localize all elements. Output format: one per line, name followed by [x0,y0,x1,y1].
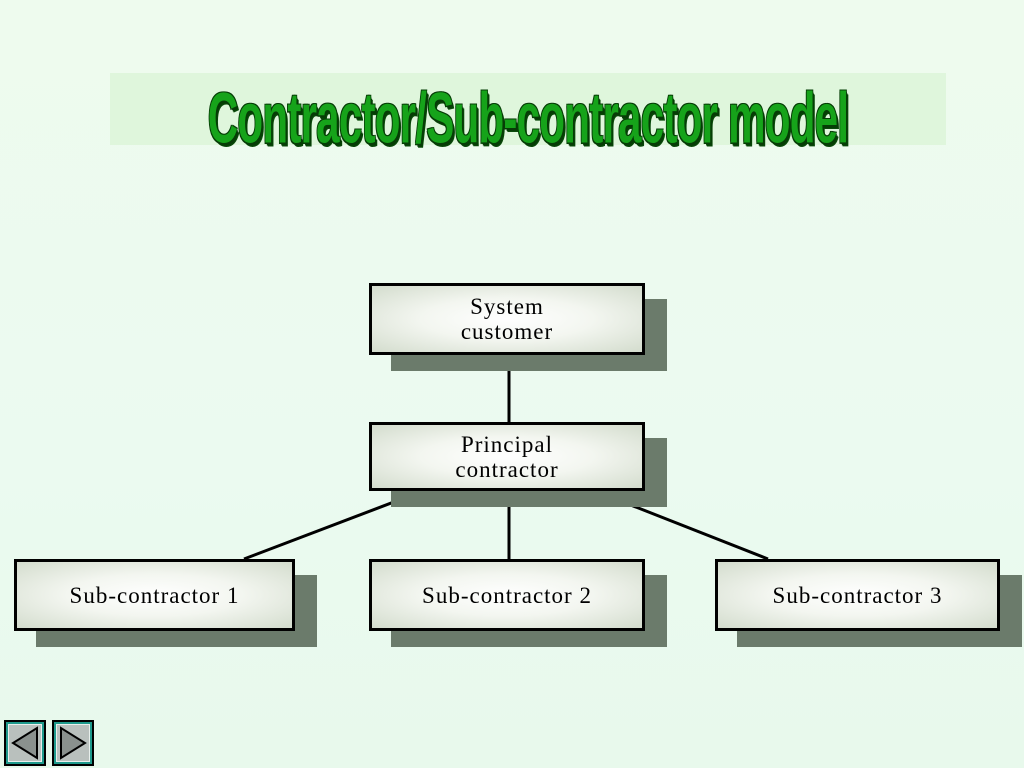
next-slide-button[interactable] [52,720,94,766]
next-slide-face [56,724,90,762]
slide-title: Contractor/Sub-contractor model [207,79,849,159]
node-label: Principal contractor [455,431,559,482]
previous-slide-face [8,724,42,762]
node-system-customer: System customer [369,283,645,355]
edge-principal-to-sub-1 [243,487,429,561]
node-principal-contractor: Principal contractor [369,422,645,491]
triangle-left-icon [11,726,38,760]
previous-slide-button[interactable] [4,720,46,766]
node-sub-contractor-3: Sub-contractor 3 [715,559,1000,631]
triangle-right-icon [60,726,87,760]
node-sub-contractor-1: Sub-contractor 1 [14,559,295,631]
node-label: Sub-contractor 1 [69,582,240,608]
node-sub-contractor-2: Sub-contractor 2 [369,559,645,631]
node-label: Sub-contractor 2 [422,582,592,608]
node-label: System customer [460,294,554,344]
title-band [110,73,946,145]
node-label: Sub-contractor 3 [772,582,943,608]
edge-principal-to-sub-3 [589,487,769,561]
